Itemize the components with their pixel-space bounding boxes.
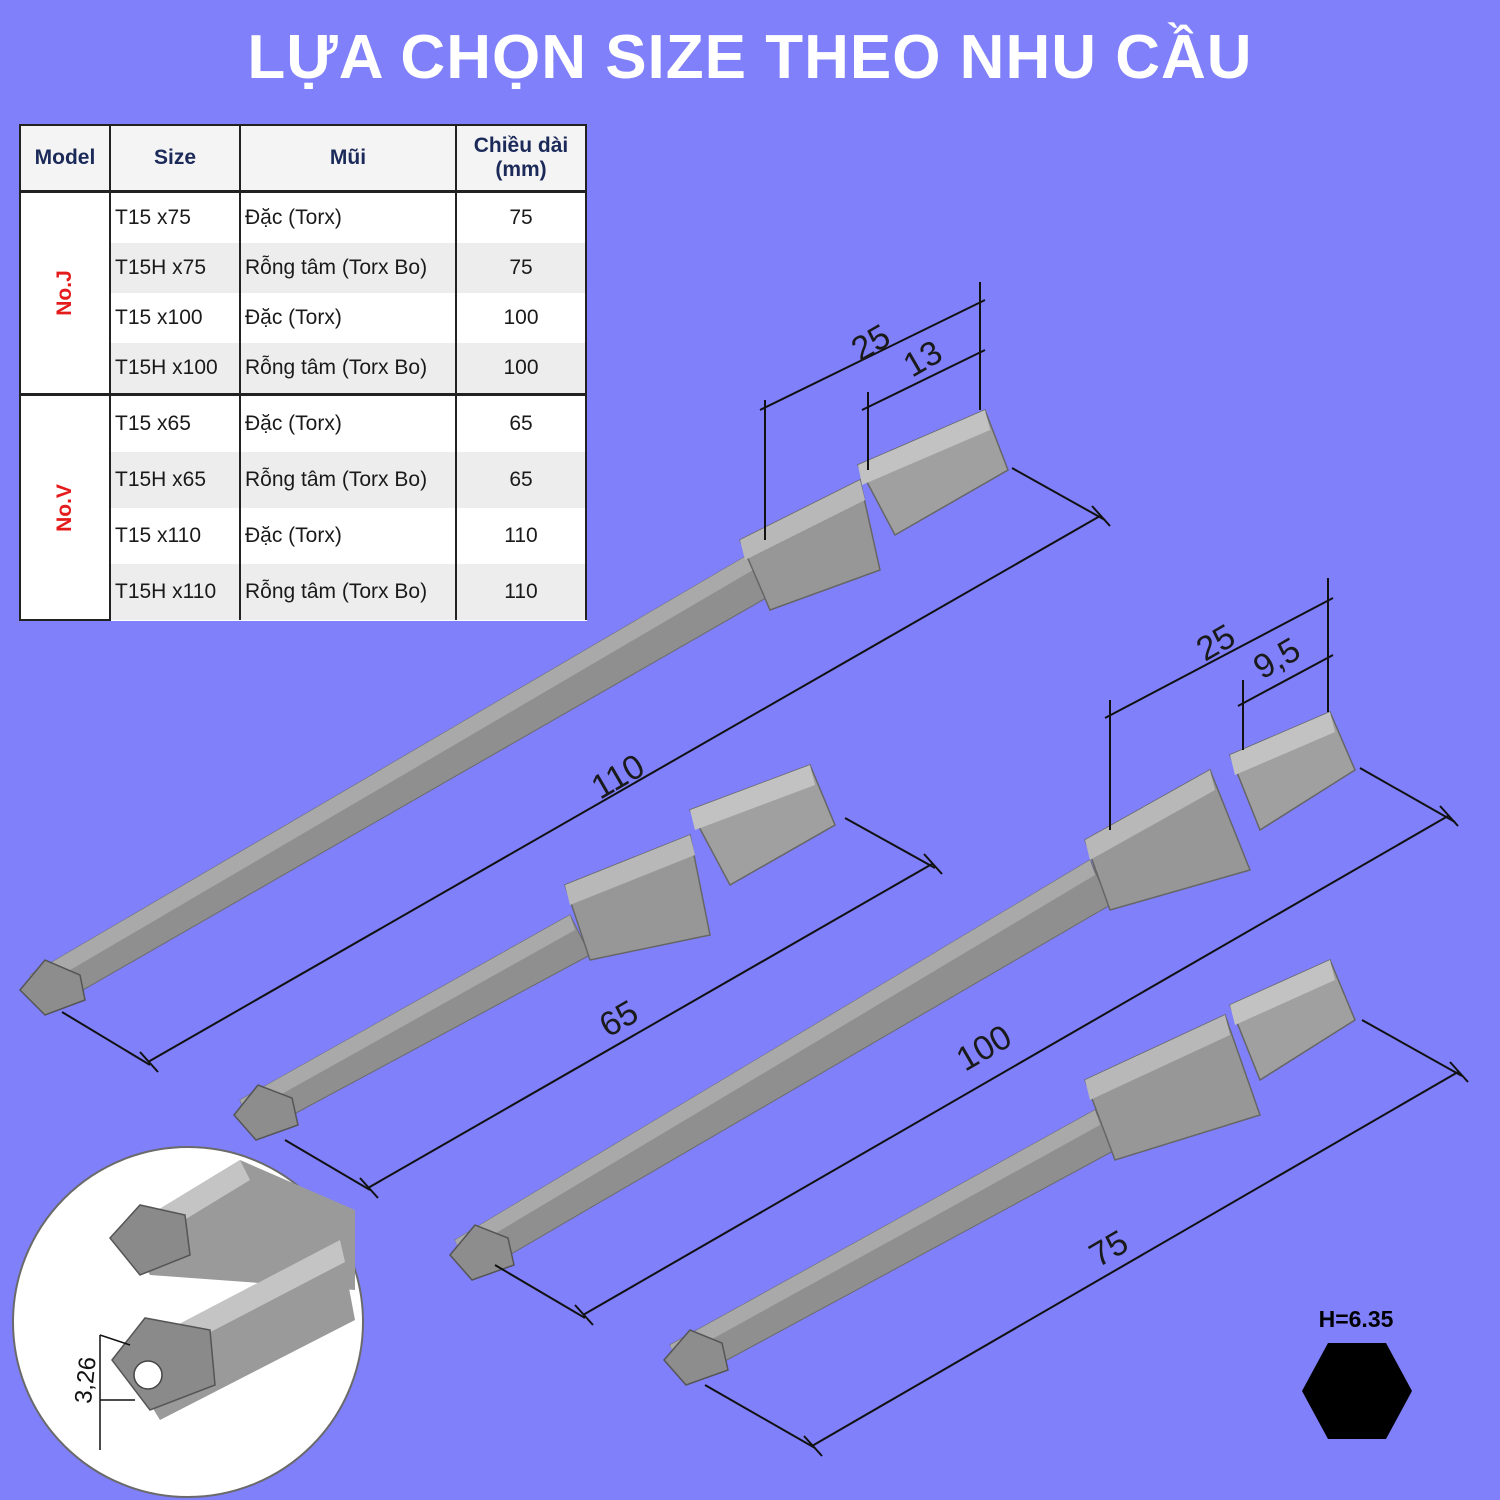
size-cell: T15 x65: [109, 394, 241, 452]
table-header-row: Model Size Mũi Chiều dài (mm): [19, 124, 587, 193]
bit-110: [18, 409, 1009, 1016]
table-row: T15 x110 Đặc (Torx) 110: [20, 508, 587, 564]
tip-cell: Rỗng tâm (Torx Bo): [239, 452, 457, 508]
tip-closeup-inset: [12, 1146, 364, 1498]
page-title: LỰA CHỌN SIZE THEO NHU CẦU: [247, 23, 1253, 92]
tip-cell: Rỗng tâm (Torx Bo): [239, 564, 457, 620]
bit-65: [233, 764, 836, 1141]
dim-110-hex: 25: [845, 317, 897, 369]
size-cell: T15 x110: [109, 508, 241, 564]
size-cell: T15H x110: [109, 564, 241, 620]
table-row: T15H x100 Rỗng tâm (Torx Bo) 100: [20, 343, 587, 396]
size-cell: T15 x100: [109, 293, 241, 343]
length-cell: 75: [455, 243, 587, 293]
tip-cell: Đặc (Torx): [239, 508, 457, 564]
table-row: T15H x65 Rỗng tâm (Torx Bo) 65: [20, 452, 587, 508]
dim-100-hex: 25: [1190, 617, 1242, 669]
header-length-label: Chiều dài (mm): [473, 134, 569, 181]
hexagon-icon: [1302, 1343, 1412, 1439]
bit-75: [663, 958, 1356, 1386]
size-cell: T15 x75: [109, 191, 241, 243]
dim-110-total: 110: [585, 747, 651, 807]
length-cell: 75: [455, 191, 587, 243]
header-length: Chiều dài (mm): [455, 124, 587, 193]
model-label: No.V: [53, 483, 76, 532]
header-size: Size: [109, 124, 241, 193]
bit-100: [449, 711, 1356, 1281]
hex-size-label: H=6.35: [1318, 1306, 1394, 1332]
dimension-lines: [61, 282, 1469, 1457]
table-row: No.V T15 x65 Đặc (Torx) 65: [19, 393, 587, 621]
tip-cell: Đặc (Torx): [239, 191, 457, 243]
tip-cell: Đặc (Torx): [239, 293, 457, 343]
dim-65-total: 65: [593, 993, 645, 1045]
table-row: T15H x75 Rỗng tâm (Torx Bo) 75: [20, 243, 587, 293]
dim-110-end: 13: [897, 333, 949, 385]
dim-75-total: 75: [1083, 1223, 1135, 1275]
length-cell: 65: [455, 394, 587, 452]
length-cell: 100: [455, 293, 587, 343]
model-cell: No.V: [19, 393, 111, 621]
size-cell: T15H x65: [109, 452, 241, 508]
table-row: T15H x110 Rỗng tâm (Torx Bo) 110: [20, 564, 587, 620]
tip-cell: Rỗng tâm (Torx Bo): [239, 243, 457, 293]
length-cell: 100: [455, 343, 587, 396]
length-cell: 65: [455, 452, 587, 508]
model-cell: No.J: [19, 190, 111, 396]
size-cell: T15H x100: [109, 343, 241, 396]
length-cell: 110: [455, 564, 587, 620]
tip-cell: Đặc (Torx): [239, 394, 457, 452]
inset-dimension-label: 3,26: [70, 1355, 102, 1405]
spec-table: Model Size Mũi Chiều dài (mm) No.J T15 x…: [19, 124, 587, 621]
length-cell: 110: [455, 508, 587, 564]
table-row: No.J T15 x75 Đặc (Torx) 75: [19, 190, 587, 396]
header-tip: Mũi: [239, 124, 457, 193]
header-model: Model: [19, 124, 111, 193]
model-label: No.J: [52, 270, 76, 316]
size-cell: T15H x75: [109, 243, 241, 293]
table-row: T15 x100 Đặc (Torx) 100: [20, 293, 587, 343]
tip-cell: Rỗng tâm (Torx Bo): [239, 343, 457, 396]
